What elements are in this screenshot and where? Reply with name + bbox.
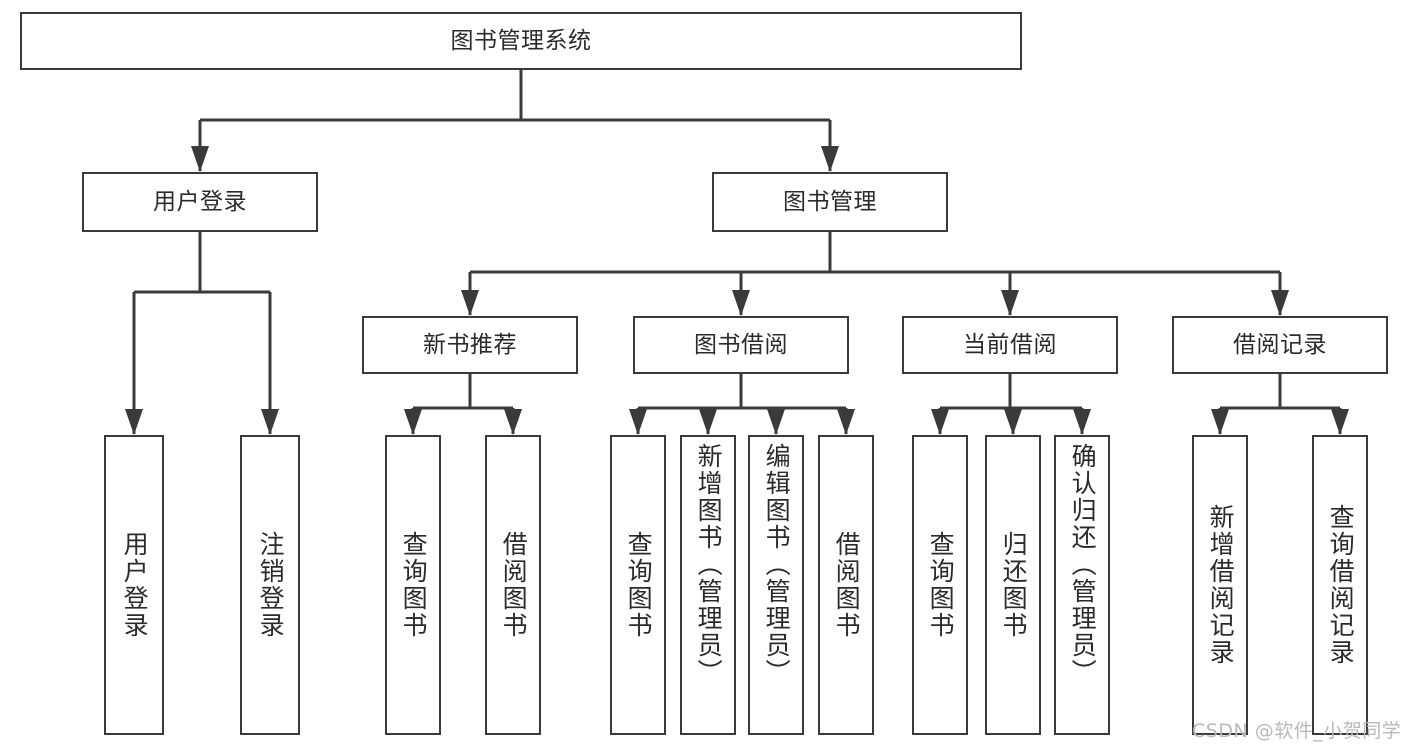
node-leaf-cb-return[interactable]: 归还图书 [985,435,1041,735]
node-new-book-rec[interactable]: 新书推荐 [362,316,578,374]
arrowhead-icon [461,290,479,316]
node-label: 借阅记录 [1233,331,1327,358]
node-label: 编辑图书（管理员） [762,443,792,686]
node-leaf-br-add[interactable]: 新增借阅记录 [1192,435,1248,735]
node-label: 新书推荐 [423,331,517,358]
node-label: 当前借阅 [963,331,1057,358]
arrowhead-icon [837,409,855,435]
node-leaf-bb-edit[interactable]: 编辑图书（管理员） [748,435,804,735]
node-label: 查询借阅记录 [1326,504,1356,666]
node-label: 借阅图书 [499,531,529,639]
watermark: CSDN @软件_小贺同学 [1192,720,1402,742]
arrowhead-icon [821,146,839,172]
arrowhead-icon [629,409,647,435]
arrowhead-icon [1271,290,1289,316]
arrowhead-icon [1211,409,1229,435]
arrowhead-icon [732,290,750,316]
arrowhead-icon [1001,290,1019,316]
arrowhead-icon [125,409,143,435]
arrowhead-icon [699,409,717,435]
node-current-borrow[interactable]: 当前借阅 [902,316,1118,374]
node-book-borrow[interactable]: 图书借阅 [633,316,849,374]
node-label: 确认归还（管理员） [1068,443,1098,686]
arrowhead-icon [1073,409,1091,435]
node-label: 查询图书 [624,531,654,639]
node-label: 新增图书（管理员） [694,443,724,686]
node-user-login[interactable]: 用户登录 [82,172,318,232]
node-leaf-cb-confirm[interactable]: 确认归还（管理员） [1054,435,1110,735]
node-label: 注销登录 [256,531,286,639]
node-leaf-logout[interactable]: 注销登录 [240,435,300,735]
node-label: 图书管理系统 [450,27,592,54]
node-label: 图书借阅 [694,331,788,358]
node-label: 用户登录 [153,188,247,215]
arrowhead-icon [191,146,209,172]
node-leaf-rec-query[interactable]: 查询图书 [385,435,441,735]
node-borrow-record[interactable]: 借阅记录 [1172,316,1388,374]
node-leaf-br-query[interactable]: 查询借阅记录 [1312,435,1368,735]
arrowhead-icon [1004,409,1022,435]
arrowhead-icon [767,409,785,435]
node-label: 查询图书 [926,531,956,639]
node-label: 用户登录 [120,531,150,639]
node-label: 新增借阅记录 [1206,504,1236,666]
arrowhead-icon [261,409,279,435]
node-label: 归还图书 [999,531,1029,639]
arrowhead-icon [504,409,522,435]
arrowhead-icon [1331,409,1349,435]
node-label: 图书管理 [783,188,877,215]
node-leaf-bb-add[interactable]: 新增图书（管理员） [680,435,736,735]
node-label: 查询图书 [399,531,429,639]
node-book-manage[interactable]: 图书管理 [712,172,948,232]
node-leaf-user-login[interactable]: 用户登录 [104,435,164,735]
node-leaf-rec-borrow[interactable]: 借阅图书 [485,435,541,735]
node-leaf-bb-query[interactable]: 查询图书 [610,435,666,735]
arrowhead-icon [404,409,422,435]
node-leaf-bb-lend[interactable]: 借阅图书 [818,435,874,735]
node-leaf-cb-query[interactable]: 查询图书 [912,435,968,735]
arrowhead-icon [931,409,949,435]
node-label: 借阅图书 [832,531,862,639]
node-root[interactable]: 图书管理系统 [20,12,1022,70]
